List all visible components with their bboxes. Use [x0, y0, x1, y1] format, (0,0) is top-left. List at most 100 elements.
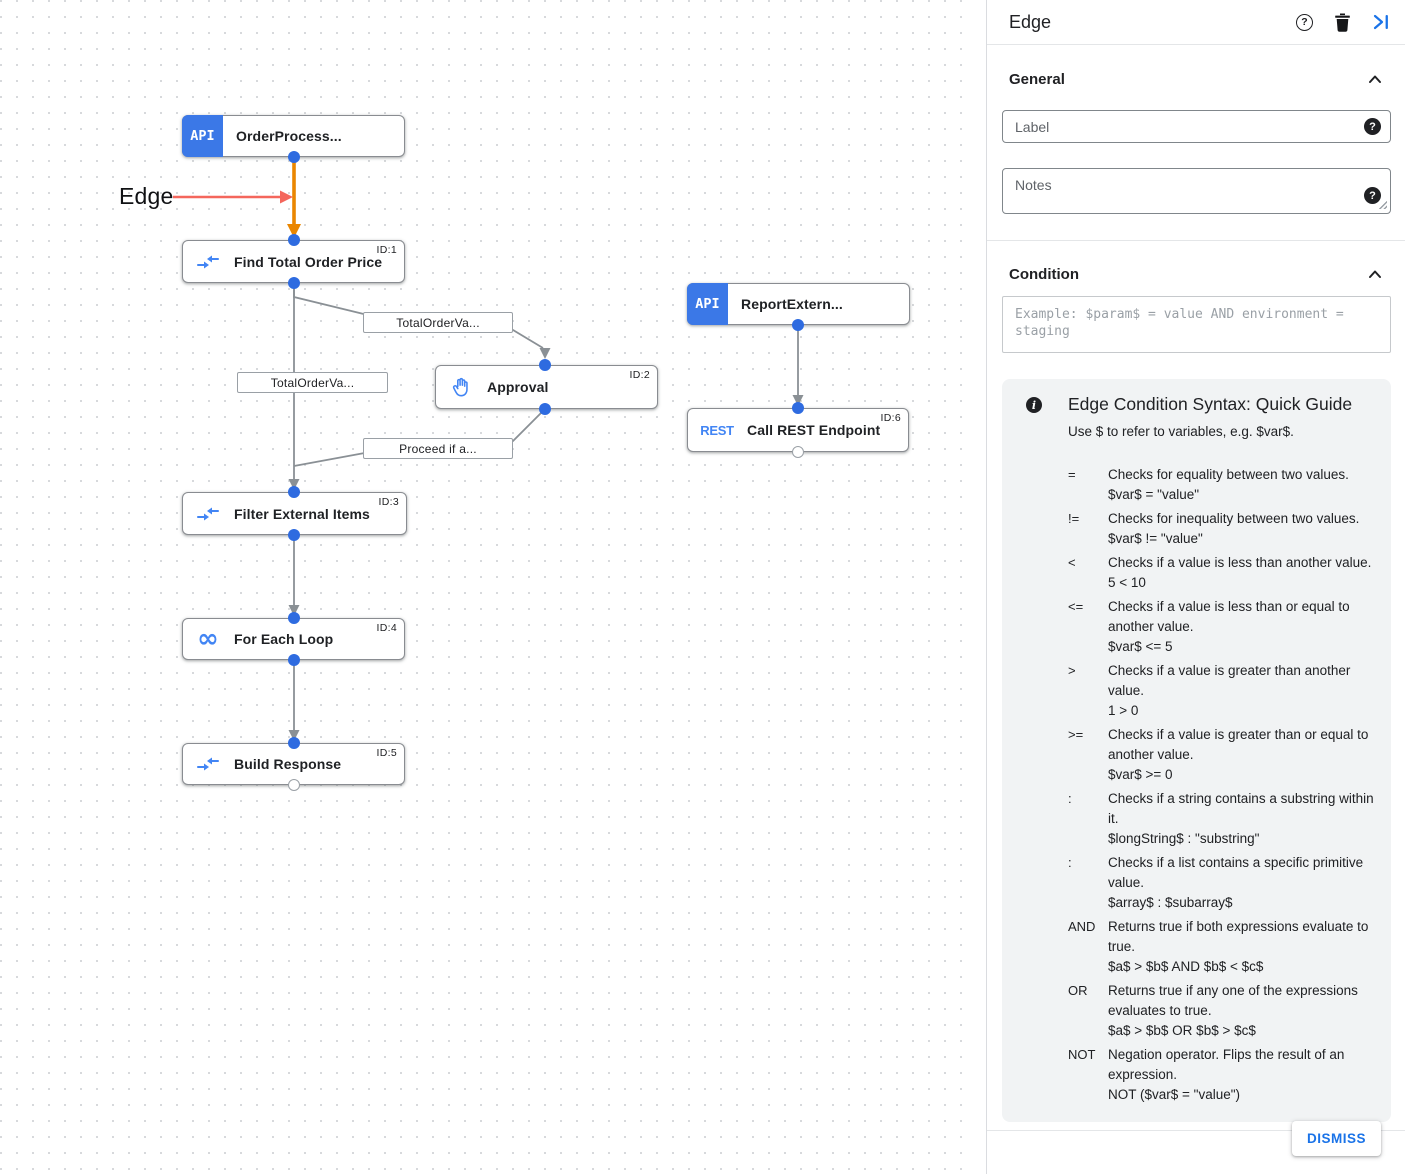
- guide-example: $var$ != "value": [1108, 531, 1203, 546]
- delete-icon[interactable]: [1332, 11, 1353, 34]
- notes-field-wrap: ?: [1002, 168, 1391, 214]
- help-icon[interactable]: ?: [1294, 12, 1315, 33]
- guide-example: 5 < 10: [1108, 575, 1146, 590]
- connector-dot[interactable]: [288, 654, 300, 666]
- connector-dot[interactable]: [792, 319, 804, 331]
- node-id-tag: ID:3: [378, 496, 399, 508]
- guide-example: $longString$ : "substring": [1108, 831, 1260, 846]
- node-label: Filter External Items: [234, 505, 370, 522]
- node-id-tag: ID:1: [376, 244, 397, 256]
- guide-row: <= Checks if a value is less than or equ…: [1068, 597, 1375, 657]
- condition-input[interactable]: [1002, 296, 1391, 353]
- node-for-each-loop[interactable]: ID:4 ∞ For Each Loop: [182, 618, 405, 660]
- hand-icon: [448, 376, 474, 398]
- label-input[interactable]: [1002, 110, 1391, 143]
- node-report-extern-trigger[interactable]: API ReportExtern...: [687, 283, 910, 325]
- guide-example: NOT ($var$ = "value"): [1108, 1087, 1241, 1102]
- connector-dot[interactable]: [539, 403, 551, 415]
- annotation-arrow: [173, 190, 293, 204]
- guide-operator: =: [1068, 467, 1076, 482]
- connector-dot-open[interactable]: [792, 446, 804, 458]
- guide-description: Checks if a value is less than another v…: [1108, 555, 1372, 570]
- panel-header: Edge ?: [987, 0, 1405, 45]
- flow-canvas[interactable]: Edge API OrderProcess... ID:1 Find Total…: [0, 0, 986, 1174]
- api-trigger-badge: API: [687, 283, 728, 325]
- node-call-rest-endpoint[interactable]: ID:6 REST Call REST Endpoint: [687, 408, 909, 452]
- connector-dot-open[interactable]: [288, 779, 300, 791]
- guide-row: < Checks if a value is less than another…: [1068, 553, 1375, 593]
- guide-title: Edge Condition Syntax: Quick Guide: [1068, 394, 1353, 414]
- chevron-up-icon[interactable]: [1364, 265, 1386, 283]
- guide-example: $a$ > $b$ OR $b$ > $c$: [1108, 1023, 1256, 1038]
- edge-label[interactable]: Proceed if a...: [363, 438, 513, 459]
- connector-dot[interactable]: [288, 612, 300, 624]
- resize-handle[interactable]: [1377, 199, 1387, 209]
- node-id-tag: ID:6: [880, 412, 901, 424]
- node-label: Find Total Order Price: [234, 253, 383, 270]
- dismiss-button[interactable]: DISMISS: [1291, 1121, 1381, 1156]
- guide-row: >= Checks if a value is greater than or …: [1068, 725, 1375, 785]
- guide-operator: NOT: [1068, 1047, 1096, 1062]
- guide-description: Checks if a value is greater than or equ…: [1108, 727, 1369, 762]
- notes-input[interactable]: [1002, 168, 1391, 214]
- guide-description: Returns true if any one of the expressio…: [1108, 983, 1358, 1018]
- node-build-response[interactable]: ID:5 Build Response: [182, 743, 405, 785]
- node-label: Build Response: [234, 756, 342, 772]
- node-id-tag: ID:5: [376, 747, 397, 759]
- guide-row: != Checks for inequality between two val…: [1068, 509, 1375, 549]
- guide-row: : Checks if a string contains a substrin…: [1068, 789, 1375, 849]
- guide-operator: :: [1068, 791, 1072, 806]
- node-label: Approval: [487, 379, 549, 395]
- edge-annotation-label: Edge: [119, 183, 174, 209]
- chevron-up-icon[interactable]: [1364, 70, 1386, 88]
- section-general-header: General: [987, 70, 1405, 88]
- connector-dot[interactable]: [288, 737, 300, 749]
- panel-title: Edge: [1009, 11, 1052, 32]
- node-order-process-trigger[interactable]: API OrderProcess...: [182, 115, 405, 157]
- node-label: OrderProcess...: [236, 128, 342, 144]
- condition-syntax-guide: i Edge Condition Syntax: Quick Guide Use…: [1002, 379, 1391, 1122]
- guide-description: Checks for inequality between two values…: [1108, 511, 1360, 526]
- node-filter-external-items[interactable]: ID:3 Filter External Items: [182, 492, 407, 535]
- rest-icon: REST: [700, 422, 734, 438]
- connector-dot[interactable]: [288, 234, 300, 246]
- data-mapping-icon: [195, 505, 221, 523]
- guide-example: $var$ <= 5: [1108, 639, 1173, 654]
- guide-operator: !=: [1068, 511, 1080, 526]
- section-title: Condition: [1009, 265, 1079, 283]
- info-icon: i: [1026, 397, 1042, 413]
- connector-dot[interactable]: [792, 402, 804, 414]
- guide-example: $a$ > $b$ AND $b$ < $c$: [1108, 959, 1264, 974]
- connector-dot[interactable]: [288, 486, 300, 498]
- guide-description: Returns true if both expressions evaluat…: [1108, 919, 1369, 954]
- connector-dot[interactable]: [288, 277, 300, 289]
- guide-rows: = Checks for equality between two values…: [1068, 465, 1375, 1105]
- node-label: Call REST Endpoint: [747, 422, 881, 438]
- guide-description: Checks if a list contains a specific pri…: [1108, 855, 1364, 890]
- collapse-panel-icon[interactable]: [1370, 12, 1392, 32]
- connector-dot[interactable]: [288, 529, 300, 541]
- field-help-icon[interactable]: ?: [1364, 187, 1381, 204]
- data-mapping-icon: [195, 755, 221, 773]
- edge-label[interactable]: TotalOrderVa...: [363, 312, 513, 333]
- guide-operator: OR: [1068, 983, 1088, 998]
- edge-connections: [173, 160, 804, 741]
- section-title: General: [1009, 70, 1065, 88]
- node-id-tag: ID:2: [629, 369, 650, 381]
- connector-dot[interactable]: [288, 151, 300, 163]
- guide-operator: <=: [1068, 599, 1084, 614]
- guide-description: Checks if a value is greater than anothe…: [1108, 663, 1351, 698]
- guide-example: $var$ >= 0: [1108, 767, 1173, 782]
- edge-label[interactable]: TotalOrderVa...: [237, 372, 388, 393]
- guide-row: NOT Negation operator. Flips the result …: [1068, 1045, 1375, 1105]
- field-help-icon[interactable]: ?: [1364, 118, 1381, 135]
- selected-edge-orange: [287, 160, 301, 238]
- guide-description: Negation operator. Flips the result of a…: [1108, 1047, 1345, 1082]
- node-label: ReportExtern...: [741, 296, 843, 312]
- guide-operator: :: [1068, 855, 1072, 870]
- connector-dot[interactable]: [539, 359, 551, 371]
- label-field-wrap: ?: [1002, 110, 1391, 143]
- guide-row: > Checks if a value is greater than anot…: [1068, 661, 1375, 721]
- section-condition-header: Condition: [987, 265, 1405, 283]
- guide-row: : Checks if a list contains a specific p…: [1068, 853, 1375, 913]
